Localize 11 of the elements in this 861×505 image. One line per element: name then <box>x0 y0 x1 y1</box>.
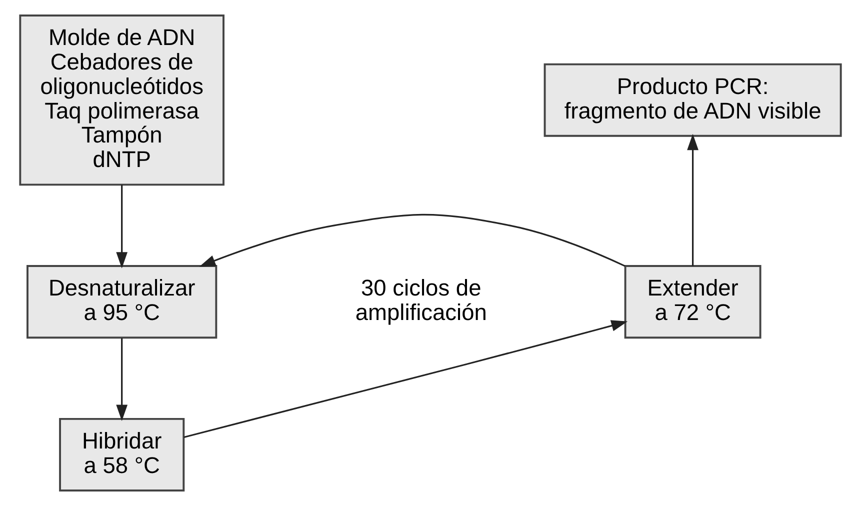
node-box: Desnaturalizar a 95 °C <box>26 264 218 338</box>
arrow <box>199 213 626 266</box>
arrow <box>116 184 128 268</box>
arrow <box>116 338 128 421</box>
node-box: Producto PCR: fragmento de ADN visible <box>544 62 842 136</box>
node-box: Extender a 72 °C <box>624 264 762 338</box>
node-box: Hibridar a 58 °C <box>59 417 185 491</box>
arrow <box>184 320 628 438</box>
arrow <box>687 133 698 266</box>
node-box: Molde de ADN Cebadores de oligonucleótidos Taq polimerasa Tampón dNTP <box>19 14 224 186</box>
label: 30 ciclos de amplificación <box>355 274 487 325</box>
